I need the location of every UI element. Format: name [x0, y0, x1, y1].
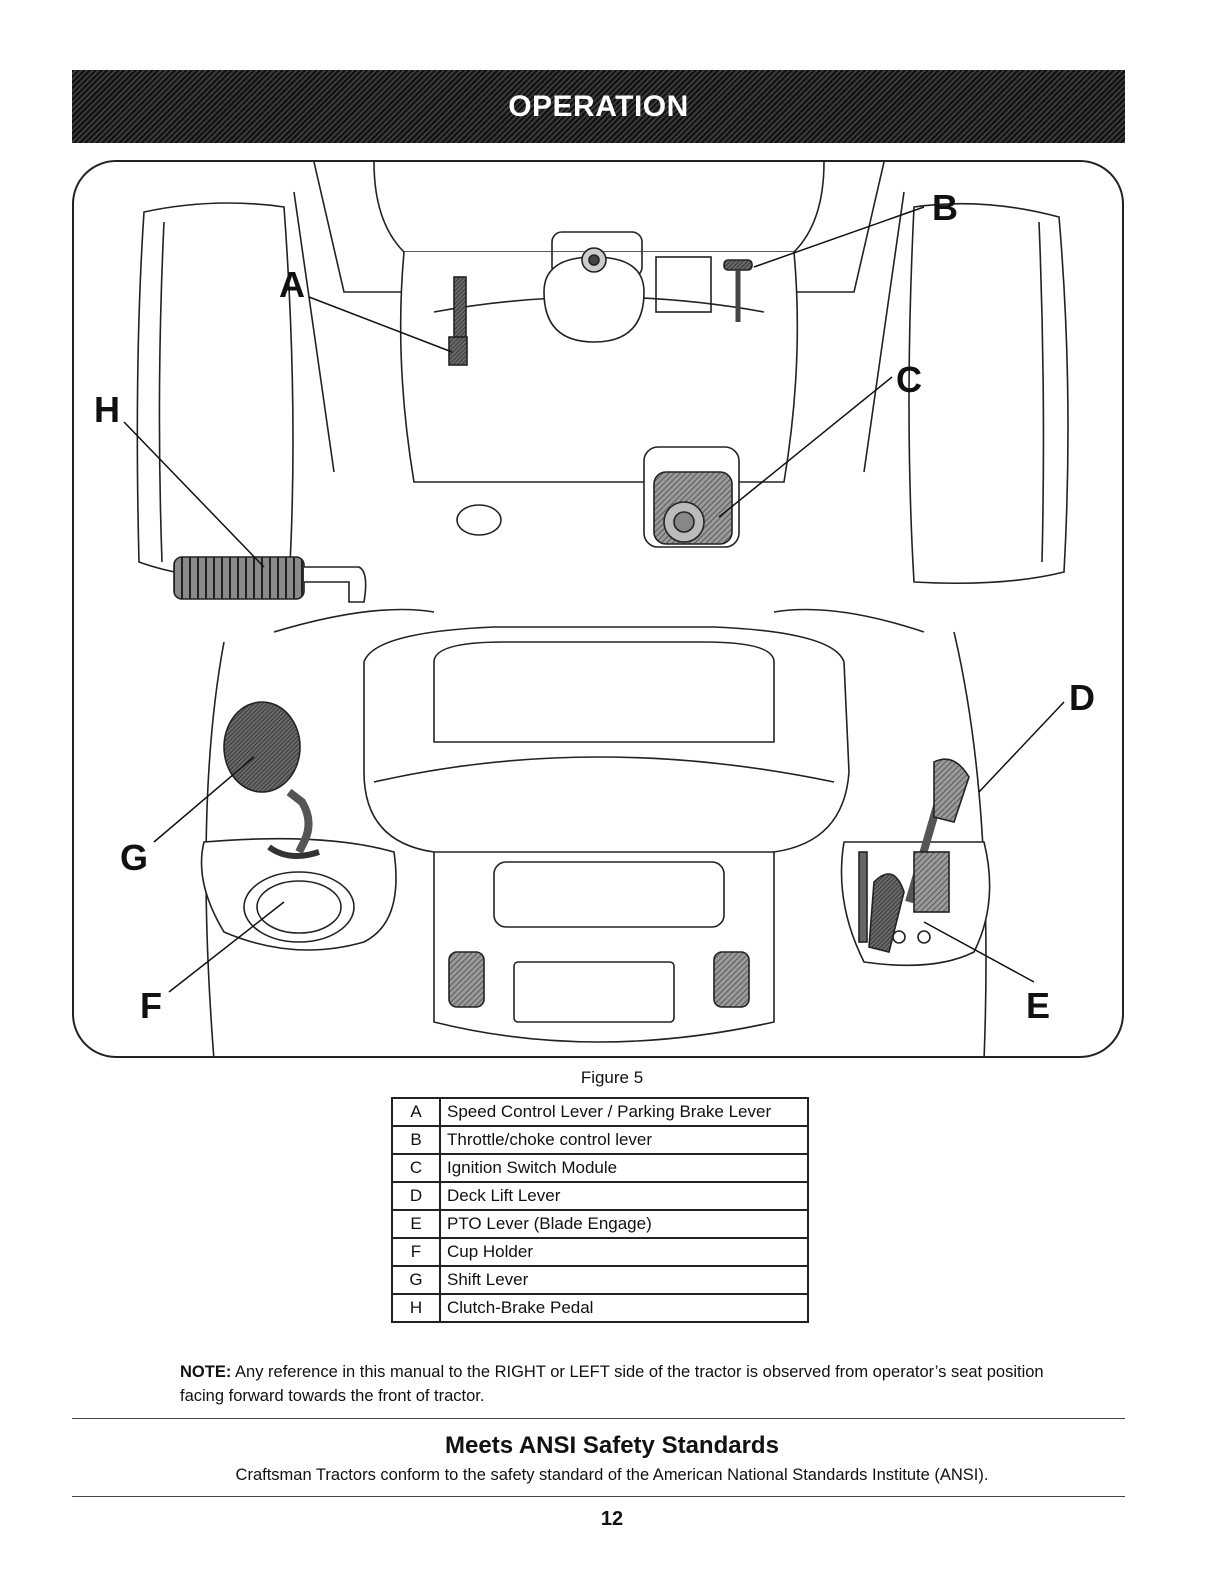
legend-key: C	[391, 1153, 441, 1183]
operator-note: NOTE: Any reference in this manual to th…	[180, 1360, 1060, 1408]
callout-e: E	[1026, 985, 1050, 1026]
legend-key: E	[391, 1209, 441, 1239]
ansi-text: Craftsman Tractors conform to the safety…	[235, 1466, 989, 1484]
divider-bottom	[72, 1496, 1125, 1497]
note-text: Any reference in this manual to the RIGH…	[180, 1363, 1044, 1405]
callout-d: D	[1069, 677, 1095, 718]
callout-a: A	[279, 264, 305, 305]
callout-h: H	[94, 389, 120, 430]
section-banner: OPERATION	[72, 70, 1125, 143]
legend-label: Clutch-Brake Pedal	[439, 1293, 809, 1323]
legend-label: Speed Control Lever / Parking Brake Leve…	[439, 1097, 809, 1127]
legend-key: D	[391, 1181, 441, 1211]
legend-label: Deck Lift Lever	[439, 1181, 809, 1211]
callout-b: B	[932, 187, 958, 228]
legend-label: Cup Holder	[439, 1237, 809, 1267]
legend-key: H	[391, 1293, 441, 1323]
tractor-illustration: A B C D E F G H	[94, 162, 1095, 1056]
divider-top	[72, 1418, 1125, 1419]
tractor-controls-figure: A B C D E F G H	[72, 160, 1124, 1058]
legend-key: B	[391, 1125, 441, 1155]
figure-caption: Figure 5	[580, 1068, 644, 1087]
page-number: 12	[600, 1508, 624, 1530]
legend-key: F	[391, 1237, 441, 1267]
legend-label: Throttle/choke control lever	[439, 1125, 809, 1155]
ansi-title: Meets ANSI Safety Standards	[445, 1432, 779, 1459]
note-label: NOTE:	[180, 1363, 232, 1381]
legend-label: PTO Lever (Blade Engage)	[439, 1209, 809, 1239]
callout-g: G	[120, 837, 148, 878]
legend-key: G	[391, 1265, 441, 1295]
callout-c: C	[896, 359, 922, 400]
callout-f: F	[140, 985, 162, 1026]
legend-label: Shift Lever	[439, 1265, 809, 1295]
section-title: OPERATION	[508, 89, 689, 123]
legend-label: Ignition Switch Module	[439, 1153, 809, 1183]
legend-key: A	[391, 1097, 441, 1127]
